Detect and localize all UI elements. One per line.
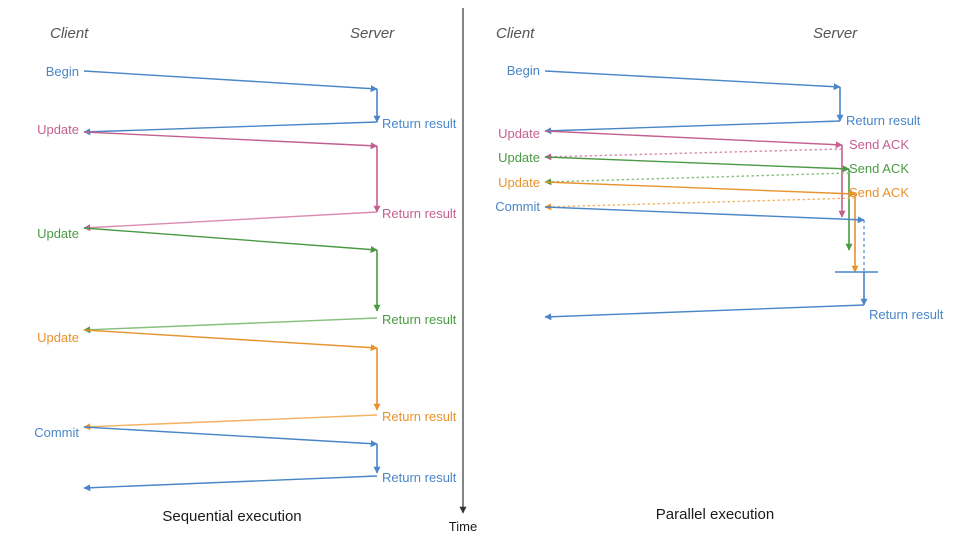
message-label-par-commit-return: Return result [869, 307, 944, 322]
arrow-request-blue [544, 206, 865, 224]
arrow-request-blue [83, 70, 378, 93]
arrow-request-orange [544, 181, 856, 198]
actor-label-client: Client [496, 25, 535, 42]
arrow-response-blue [544, 120, 841, 135]
message-label-par-ack2: Send ACK [849, 161, 909, 176]
time-axis-layer: Time [449, 8, 477, 534]
message-par-update2: Update [498, 150, 850, 173]
arrow-ack-pink [544, 148, 843, 161]
time-axis-label: Time [449, 519, 477, 534]
message-label-seq-begin-return: Return result [382, 116, 457, 131]
message-label-par-begin: Begin [507, 63, 540, 78]
arrow-request-green [83, 227, 378, 254]
actor-label-server: Server [813, 25, 858, 42]
message-label-seq-update1-return: Return result [382, 206, 457, 221]
message-par-update3: Update [498, 175, 856, 198]
message-label-seq-update3-return: Return result [382, 409, 457, 424]
arrow-ack-green [544, 172, 850, 186]
message-seq-update1: Update [37, 122, 378, 150]
actor-label-client: Client [50, 25, 89, 42]
arrow-response-blue [83, 475, 378, 492]
arrow-response-blue [83, 121, 378, 136]
message-seq-begin-return: Return result [83, 116, 457, 136]
message-seq-update2-return: Return result [83, 312, 457, 334]
message-seq-commit-return: Return result [83, 470, 457, 492]
message-seq-update1-return: Return result [83, 206, 457, 232]
message-label-seq-begin: Begin [46, 64, 79, 79]
message-par-ack3: Send ACK [544, 185, 909, 211]
message-label-seq-update2-return: Return result [382, 312, 457, 327]
message-label-seq-update1: Update [37, 122, 79, 137]
message-label-par-ack3: Send ACK [849, 185, 909, 200]
arrow-response-green [83, 317, 378, 334]
message-par-update1: Update [498, 126, 843, 149]
message-seq-update2: Update [37, 226, 378, 254]
message-label-par-update1: Update [498, 126, 540, 141]
message-seq-update3: Update [37, 329, 378, 352]
message-label-par-commit: Commit [495, 199, 540, 214]
message-par-begin: Begin [507, 63, 841, 91]
message-seq-update3-return: Return result [83, 409, 457, 431]
message-label-seq-commit: Commit [34, 425, 79, 440]
actor-label-server: Server [350, 25, 395, 42]
message-par-ack1: Send ACK [544, 137, 909, 161]
message-label-par-ack1: Send ACK [849, 137, 909, 152]
arrow-response-pink [83, 211, 378, 232]
arrow-request-pink [83, 131, 378, 150]
message-seq-begin: Begin [46, 64, 378, 93]
arrow-request-green [544, 156, 850, 173]
message-seq-commit: Commit [34, 425, 378, 448]
message-par-commit: Commit [495, 199, 865, 224]
message-par-ack2: Send ACK [544, 161, 909, 186]
message-label-par-update3: Update [498, 175, 540, 190]
arrow-response-blue [544, 304, 865, 321]
panel-caption-sequential: Sequential execution [162, 508, 301, 525]
message-par-begin-return: Return result [544, 113, 921, 135]
arrow-response-orange [83, 414, 378, 431]
arrow-ack-orange [544, 197, 856, 211]
message-label-seq-commit-return: Return result [382, 470, 457, 485]
message-label-par-update2: Update [498, 150, 540, 165]
message-par-commit-return: Return result [544, 304, 944, 322]
arrow-request-orange [83, 329, 378, 352]
arrow-request-blue [544, 70, 841, 91]
message-label-par-begin-return: Return result [846, 113, 921, 128]
arrow-request-pink [544, 130, 843, 149]
message-label-seq-update2: Update [37, 226, 79, 241]
panel-caption-parallel: Parallel execution [656, 506, 774, 523]
arrow-request-blue [83, 426, 378, 448]
message-label-seq-update3: Update [37, 330, 79, 345]
